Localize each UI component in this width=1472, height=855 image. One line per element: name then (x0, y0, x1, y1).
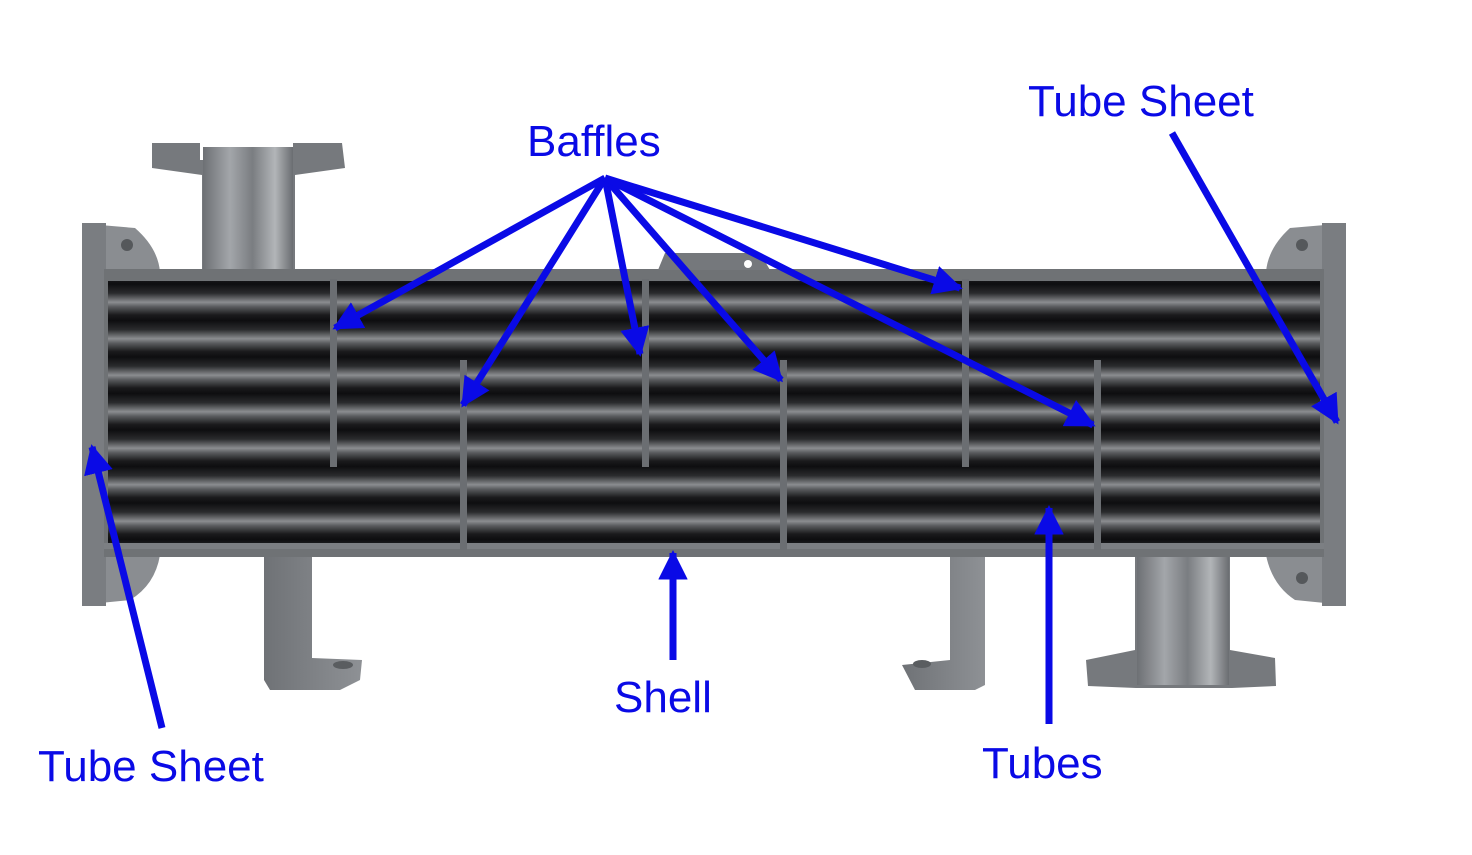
label-tube-sheet-right: Tube Sheet (1028, 77, 1254, 126)
label-shell: Shell (614, 673, 712, 722)
support-leg-right (902, 555, 985, 690)
arrow-icon (84, 444, 166, 729)
shell-body (104, 253, 1324, 557)
baffle (962, 279, 969, 467)
label-baffles: Baffles (527, 117, 661, 166)
arrow-icon (603, 174, 963, 295)
arrow-icon (603, 174, 1096, 429)
inlet-nozzle-top (152, 143, 345, 275)
support-leg-left (264, 555, 362, 690)
label-tubes: Tubes (982, 739, 1103, 788)
outlet-nozzle-bottom (1086, 545, 1276, 688)
baffle (1094, 360, 1101, 550)
arrow-icon (332, 174, 607, 332)
baffle (642, 279, 649, 467)
label-tube-sheet-left: Tube Sheet (38, 742, 264, 791)
callout-arrows (84, 131, 1341, 729)
arrow-icon (460, 176, 608, 408)
arrow-icon (1168, 131, 1341, 425)
baffles-group (330, 279, 1101, 550)
baffle (780, 360, 787, 550)
baffle (330, 279, 337, 467)
arrow-icon (601, 177, 650, 357)
arrow-icon (602, 175, 784, 383)
baffle (460, 360, 467, 550)
